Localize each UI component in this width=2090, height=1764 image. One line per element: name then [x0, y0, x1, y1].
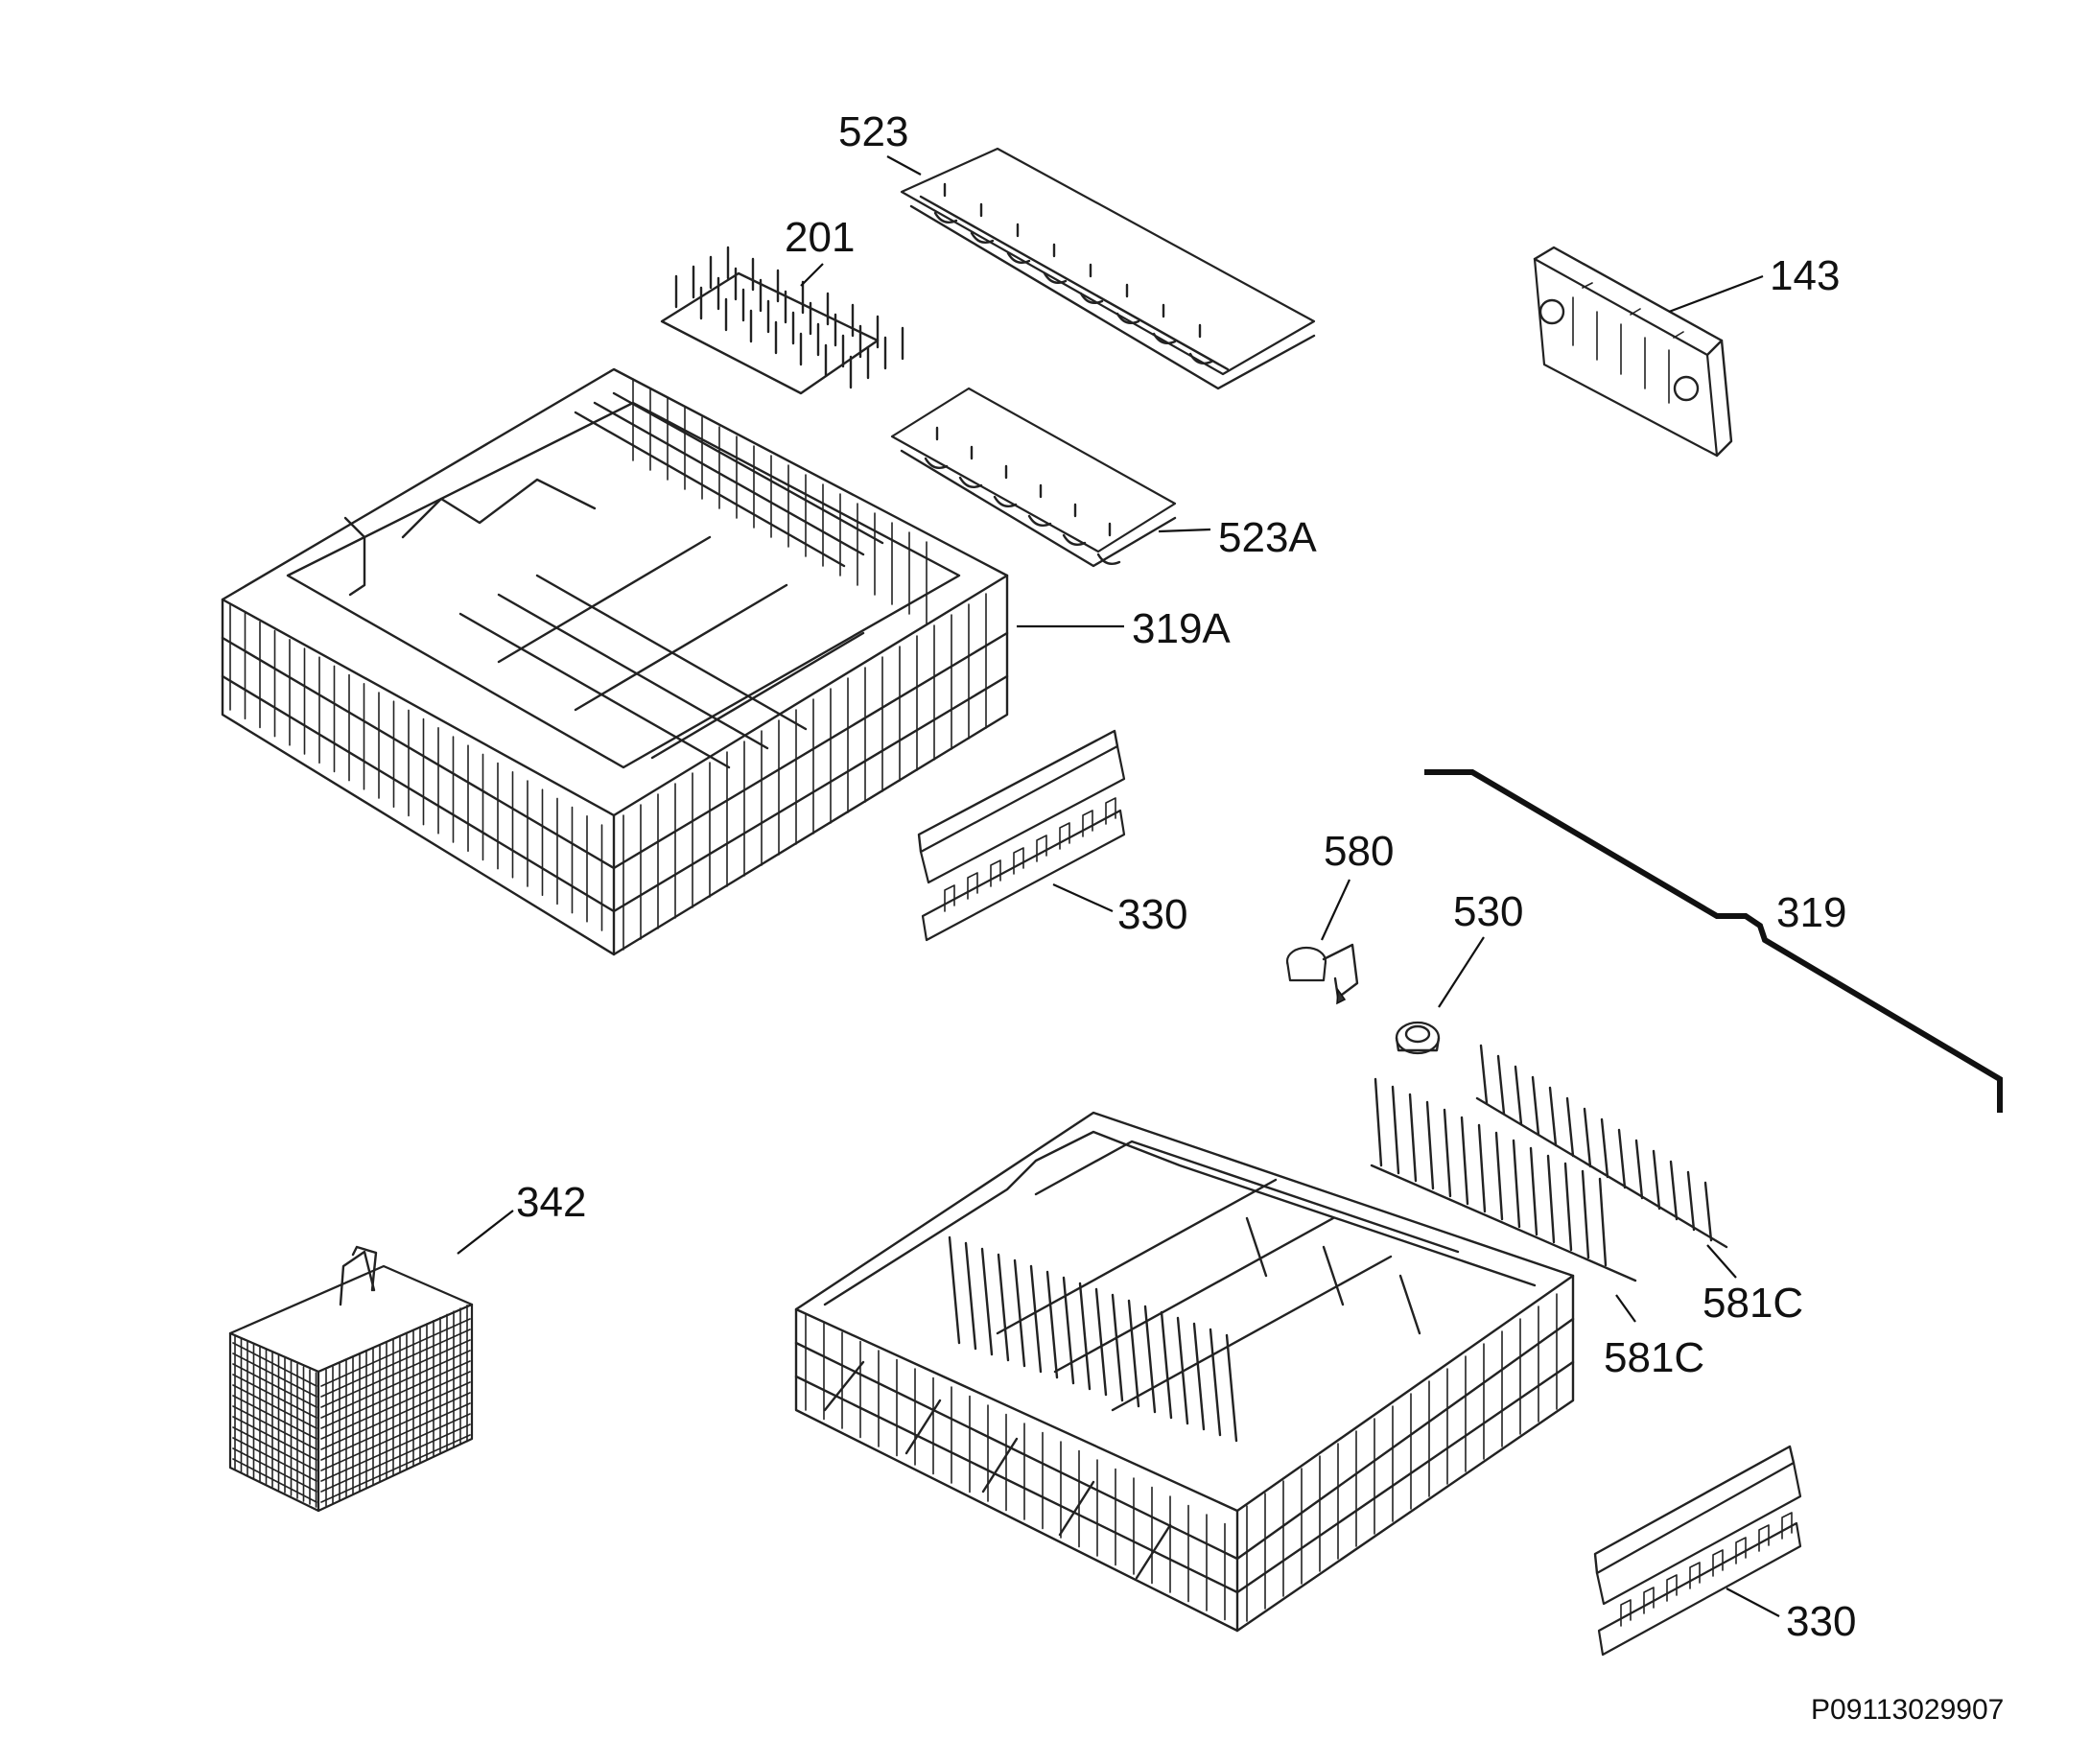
label-342: 342 [516, 1179, 586, 1226]
folding-tines-581c [1370, 1044, 1728, 1282]
tine-rack-523a [890, 387, 1177, 568]
tine-rack-523 [900, 147, 1316, 390]
upper-basket-319a [221, 367, 1009, 956]
label-143: 143 [1770, 252, 1840, 299]
label-530: 530 [1453, 888, 1523, 935]
drawing-code: P09113029907 [1811, 1694, 2004, 1726]
label-201: 201 [785, 214, 855, 261]
lower-basket [794, 1111, 1575, 1633]
label-581c-left: 581C [1604, 1334, 1704, 1381]
spike-insert-201 [660, 246, 904, 395]
clip-580 [1285, 943, 1359, 1005]
rail-cover-330-lower [1593, 1445, 1802, 1657]
rail-cover-330-upper [917, 729, 1126, 942]
label-581c-right: 581C [1703, 1280, 1803, 1327]
label-319a: 319A [1132, 605, 1231, 652]
rail-bracket-143 [1533, 246, 1733, 458]
label-580: 580 [1324, 828, 1394, 875]
label-330-lower: 330 [1786, 1598, 1856, 1645]
wheel-530 [1395, 1021, 1441, 1055]
rail-319 [1424, 769, 2003, 1113]
label-523a: 523A [1218, 514, 1317, 561]
label-319: 319 [1776, 889, 1846, 936]
label-523: 523 [838, 108, 908, 155]
cutlery-basket-342 [228, 1245, 474, 1513]
label-330-upper: 330 [1117, 891, 1187, 938]
leader-lines [457, 155, 1780, 1617]
part-labels: 523 201 143 523A 319A 330 580 530 319 34… [516, 108, 2004, 1726]
